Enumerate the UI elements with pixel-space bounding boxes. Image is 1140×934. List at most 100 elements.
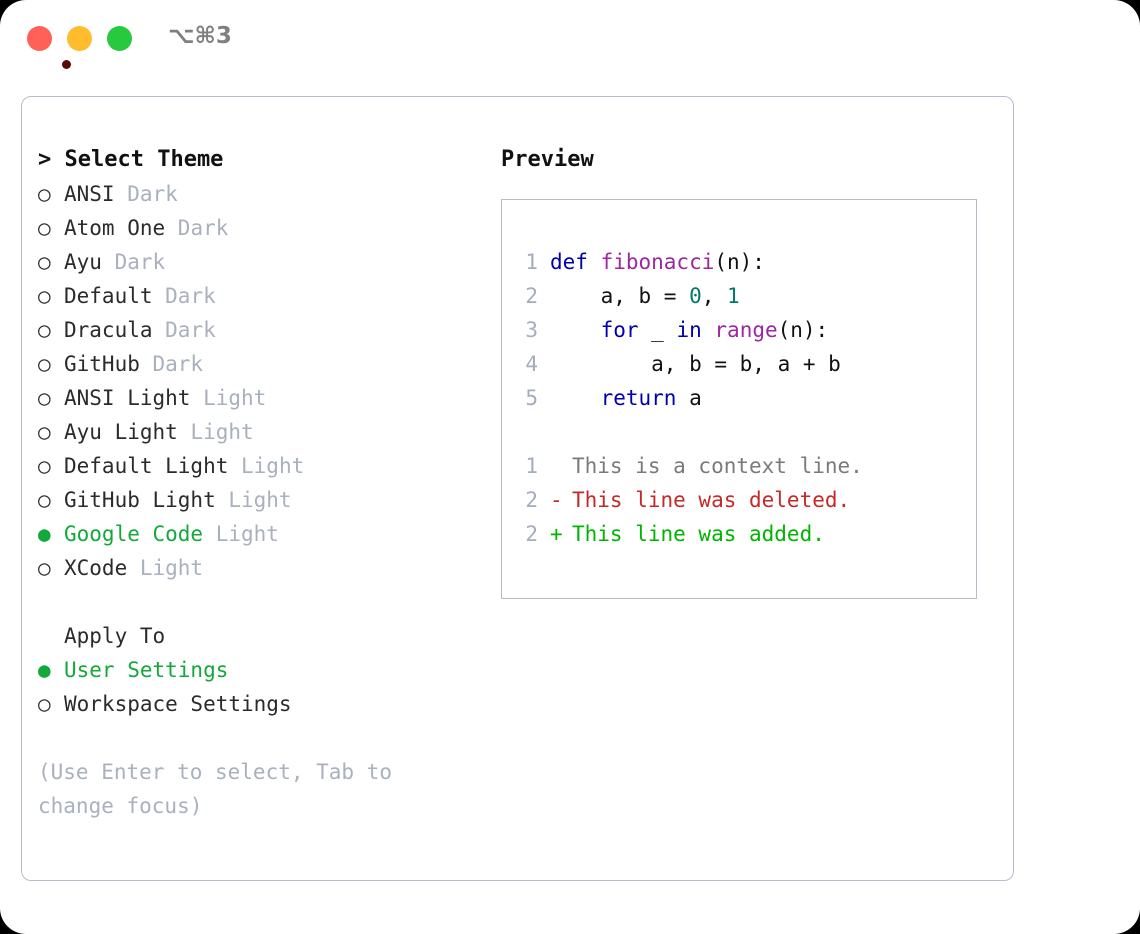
theme-option[interactable]: ○ ANSI Dark: [38, 177, 488, 211]
diff-line: 1 This is a context line.: [516, 449, 970, 483]
theme-option[interactable]: ○GitHub Light Light: [38, 483, 488, 517]
apply-to-option-label: Workspace Settings: [64, 692, 292, 716]
theme-option[interactable]: ● Google Code Light: [38, 517, 488, 551]
diff-sign: +: [550, 522, 563, 546]
radio-unselected-icon: ○: [38, 386, 51, 410]
code-line-number: 1: [525, 250, 538, 274]
theme-option[interactable]: ○ Ayu Dark: [38, 245, 488, 279]
apply-to-heading-label: Apply To: [64, 624, 166, 648]
close-button[interactable]: [27, 26, 71, 69]
theme-option[interactable]: ○ Atom One Dark: [38, 211, 488, 245]
radio-unselected-icon: ○: [38, 318, 51, 342]
code-token: ,: [701, 284, 728, 308]
keyboard-hint-text: (Use Enter to select, Tab to change focu…: [38, 760, 393, 818]
radio-unselected-icon: ○: [38, 454, 51, 478]
keyboard-shortcut-label: ⌥⌘3: [168, 23, 232, 49]
code-line-number: 3: [525, 318, 538, 342]
radio-unselected-icon: ○: [38, 420, 51, 444]
theme-option-name: Ayu Light: [64, 420, 178, 444]
theme-list: ○ANSI Dark○Atom One Dark○Ayu Dark○Defaul…: [38, 177, 488, 585]
code-line-number: 4: [525, 352, 538, 376]
theme-option[interactable]: ○ ANSI Light Light: [38, 381, 488, 415]
radio-selected-icon: ●: [38, 522, 51, 546]
diff-text: This is a context line.: [572, 454, 863, 478]
code-line-number: 5: [525, 386, 538, 410]
theme-option-variant-tag: Light: [203, 522, 279, 546]
theme-option-variant-tag: Light: [190, 386, 267, 410]
code-line: 1 def fibonacci(n):: [516, 245, 970, 279]
diff-text: This line was added.: [572, 522, 825, 546]
theme-option-variant-tag: Light: [215, 488, 292, 512]
code-token: [550, 386, 601, 410]
theme-option[interactable]: ○Default Light Light: [38, 449, 488, 483]
diff-line-number: 2: [525, 522, 538, 546]
maximize-button[interactable]: [107, 26, 132, 51]
theme-option-name: Dracula: [64, 318, 153, 342]
theme-option-name: ANSI Light: [64, 386, 191, 410]
theme-option-variant-tag: Light: [177, 420, 254, 444]
theme-option-name: Google Code: [64, 522, 204, 546]
diff-line: 2 + This line was added.: [516, 517, 970, 551]
code-token: for: [600, 318, 639, 342]
code-token: 0: [689, 284, 702, 308]
theme-option-name: Default: [64, 284, 153, 308]
radio-unselected-icon: ○: [38, 692, 51, 716]
diff-sign: [550, 449, 572, 483]
theme-option-name: GitHub Light: [64, 488, 216, 512]
apply-to-heading: Apply To: [38, 619, 488, 653]
theme-option-variant-tag: Light: [228, 454, 305, 478]
code-token: (n):: [714, 250, 765, 274]
preview-heading: Preview: [501, 147, 594, 172]
main-panel: > Select Theme ○ANSI Dark○Atom One Dark○…: [21, 96, 1014, 881]
code-token: return: [600, 386, 677, 410]
window-titlebar: ⌥⌘3: [0, 0, 1140, 78]
code-token: def: [550, 250, 601, 274]
radio-unselected-icon: ○: [38, 284, 51, 308]
diff-sign: -: [550, 488, 563, 512]
theme-option[interactable]: ○ Dracula Dark: [38, 313, 488, 347]
theme-option-name: Ayu: [64, 250, 102, 274]
code-token: _: [638, 318, 677, 342]
theme-option-variant-tag: Dark: [101, 250, 166, 274]
theme-option-name: ANSI: [64, 182, 115, 206]
radio-unselected-icon: ○: [38, 556, 51, 580]
theme-option[interactable]: ○XCode Light: [38, 551, 488, 585]
theme-option-name: XCode: [64, 556, 128, 580]
diff-line-number: 2: [525, 488, 538, 512]
hint-spacer: [38, 721, 488, 755]
radio-unselected-icon: ○: [38, 250, 51, 274]
theme-option-variant-tag: Dark: [139, 352, 204, 376]
theme-option-variant-tag: Dark: [165, 216, 229, 240]
code-token: fibonacci: [600, 250, 715, 274]
apply-to-option[interactable]: ●User Settings: [38, 653, 488, 687]
code-token: in: [676, 318, 702, 342]
code-line-number: 2: [525, 284, 538, 308]
minimize-button[interactable]: [67, 26, 92, 51]
radio-unselected-icon: ○: [38, 216, 51, 240]
apply-to-list: ●User Settings ○ Workspace Settings: [38, 653, 488, 721]
theme-option[interactable]: ○ Ayu Light Light: [38, 415, 488, 449]
diff-block: 1 This is a context line. 2-This line was…: [516, 449, 970, 551]
theme-option-variant-tag: Dark: [152, 318, 216, 342]
select-theme-heading: > Select Theme: [38, 147, 224, 172]
radio-unselected-icon: ○: [38, 182, 51, 206]
theme-picker-column: > Select Theme ○ANSI Dark○Atom One Dark○…: [38, 143, 488, 823]
theme-option-name: Atom One: [64, 216, 166, 240]
theme-option[interactable]: ○ Default Dark: [38, 279, 488, 313]
code-line: 3 for _ in range(n):: [516, 313, 970, 347]
theme-option-variant-tag: Dark: [114, 182, 178, 206]
theme-option[interactable]: ○GitHub Dark: [38, 347, 488, 381]
theme-option-name: GitHub: [64, 352, 140, 376]
code-line: 4 a, b = b, a + b: [516, 347, 970, 381]
theme-option-variant-tag: Dark: [152, 284, 216, 308]
code-diff-spacer: [516, 415, 970, 449]
apply-to-option[interactable]: ○ Workspace Settings: [38, 687, 488, 721]
recording-indicator-icon: [62, 60, 71, 69]
list-spacer: [38, 585, 488, 619]
code-token: range: [714, 318, 778, 342]
